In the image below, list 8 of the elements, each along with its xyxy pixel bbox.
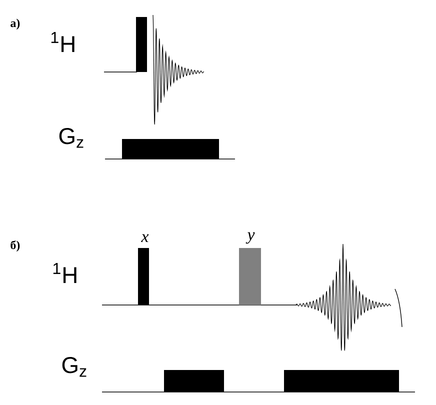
channel-label: G$_{z}$ bbox=[59, 128, 84, 148]
phase-label: y bbox=[246, 232, 255, 244]
channel-label: $^{1}$H bbox=[53, 262, 76, 283]
channel-label: G$_{z}$ bbox=[62, 357, 86, 377]
phase-label: x bbox=[141, 234, 149, 242]
channel-label: $^{1}$H bbox=[51, 32, 74, 52]
panel-label: б) bbox=[10, 240, 20, 252]
panel-label: а) bbox=[10, 18, 20, 30]
